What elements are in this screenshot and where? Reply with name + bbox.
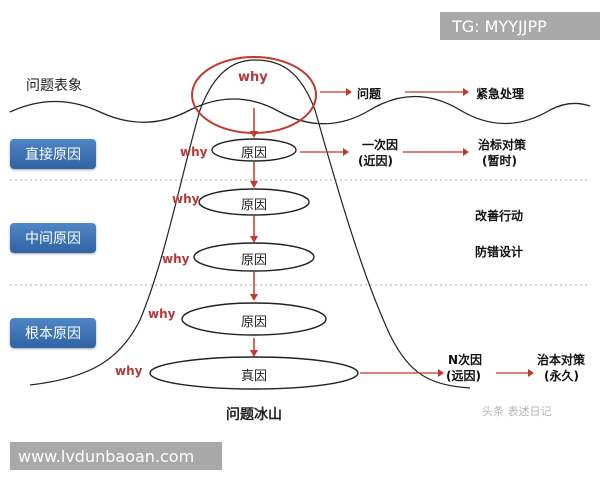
- arrow-head-5: [250, 350, 258, 357]
- cause-label-3: 原因: [240, 253, 267, 268]
- error-proof-text: 防错设计: [475, 245, 524, 259]
- n-cause-line1: N次因: [448, 353, 483, 367]
- cause-ellipse-3: [193, 242, 315, 272]
- watermark-url-banner: www.lvdunbaoan.com: [10, 442, 222, 470]
- why-label-1: why: [180, 145, 208, 159]
- why-label-top: why: [238, 70, 268, 85]
- improve-action-text: 改善行动: [475, 209, 524, 223]
- label-middle-cause: 中间原因: [10, 223, 96, 253]
- why-label-4: why: [148, 307, 176, 321]
- problem-text: 问题: [357, 87, 382, 101]
- arrow-head-4: [250, 294, 258, 301]
- label-direct-cause: 直接原因: [10, 139, 96, 169]
- cause-label-2: 原因: [240, 198, 267, 213]
- watermark-top-banner: TG: MYYJJPP: [440, 12, 600, 40]
- cause-ellipse-1: [211, 138, 297, 162]
- temp-fix-line1: 治标对策: [478, 138, 527, 152]
- cause-label-4: 原因: [240, 315, 267, 330]
- temp-fix-line2: (暂时): [482, 154, 517, 168]
- why-label-3: why: [162, 252, 190, 266]
- iceberg-caption: 问题冰山: [226, 407, 282, 423]
- perm-fix-line1: 治本对策: [537, 353, 586, 367]
- cause-label-1: 原因: [240, 146, 267, 161]
- arrow-head-3: [250, 236, 258, 243]
- cause-ellipse-2: [198, 188, 310, 216]
- water-surface: [9, 95, 591, 125]
- source-watermark: 头条 表述日记: [482, 405, 552, 418]
- arrow-head-1: [250, 131, 258, 138]
- label-problem-surface: 问题表象: [26, 78, 82, 94]
- perm-fix-line2: (永久): [544, 369, 579, 383]
- first-cause-line2: (近因): [358, 154, 393, 168]
- label-root-cause: 根本原因: [10, 318, 96, 348]
- iceberg-outline: [29, 59, 471, 389]
- arrow-head-2: [250, 181, 258, 188]
- n-cause-line2: (远因): [446, 369, 481, 383]
- why-label-2: why: [172, 192, 200, 206]
- first-cause-line1: 一次因: [362, 138, 399, 152]
- emergency-text: 紧急处理: [476, 87, 525, 101]
- true-cause-label: 真因: [240, 369, 267, 384]
- cause-ellipse-4: [181, 302, 327, 336]
- why-label-5: why: [115, 364, 143, 378]
- true-cause-ellipse: [149, 356, 359, 390]
